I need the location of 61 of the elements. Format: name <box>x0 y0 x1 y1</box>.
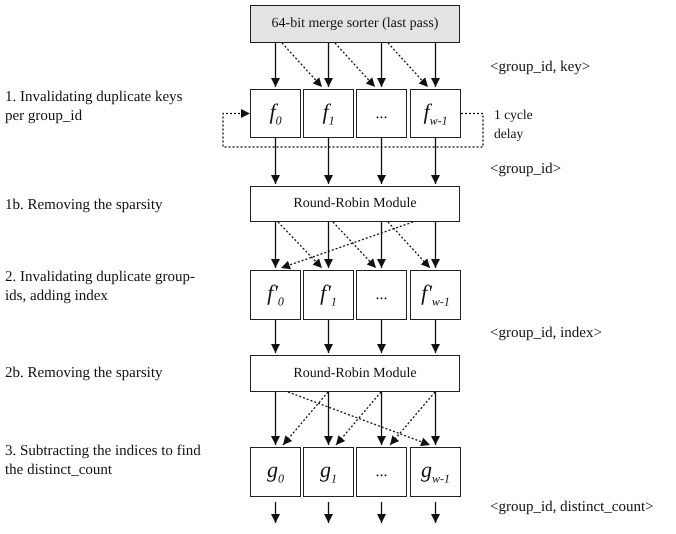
dotted-arrow <box>336 392 382 446</box>
filter-box: f'$_{0}$ <box>250 270 301 320</box>
filter-box: g$_{0}$ <box>250 447 301 497</box>
arrow <box>431 392 440 445</box>
dotted-arrow <box>388 42 428 88</box>
arrow <box>377 392 386 445</box>
step-label: 2. Invalidating duplicate group-ids, adding index <box>5 268 196 306</box>
arrow <box>377 222 386 268</box>
arrow <box>377 320 386 353</box>
filter-box: f$_{0}$ <box>250 89 301 138</box>
arrow <box>271 222 280 268</box>
dotted-arrow <box>278 222 322 268</box>
arrow <box>271 138 280 184</box>
arrow <box>377 138 386 184</box>
arrow <box>271 392 280 445</box>
arrow <box>324 502 333 523</box>
round-robin-box: Round-Robin Module <box>250 355 460 392</box>
dotted-arrow <box>388 222 430 268</box>
arrow <box>377 502 386 523</box>
round-robin-box: Round-Robin Module <box>250 186 460 222</box>
arrow <box>431 138 440 184</box>
arrow <box>271 502 280 523</box>
step-label: 1b. Removing the sparsity <box>5 196 164 215</box>
filter-box: f$_{1}$ <box>303 89 354 138</box>
merge-sorter-box: 64-bit merge sorter (last pass) <box>250 5 460 43</box>
filter-box: f'$_{1}$ <box>303 270 354 320</box>
step-label: 1. Invalidating duplicate keys per group_id <box>5 88 184 126</box>
dotted-arrow <box>222 109 484 148</box>
signal-label: <group_id, index> <box>490 324 603 343</box>
dotted-arrow <box>288 391 430 446</box>
arrow <box>431 43 440 87</box>
filter-box: f'$_{w-1}$ <box>410 270 461 320</box>
dotted-arrow <box>334 42 376 88</box>
filter-box: ... <box>356 270 407 320</box>
filter-box: ... <box>356 447 407 497</box>
dotted-arrow <box>282 42 322 88</box>
dotted-arrow <box>280 221 414 270</box>
filter-box: g$_{1}$ <box>303 447 354 497</box>
dotted-arrow <box>282 392 328 446</box>
arrow <box>271 320 280 353</box>
arrow <box>271 43 280 87</box>
filter-box: ... <box>356 89 407 138</box>
step-label: 2b. Removing the sparsity <box>5 364 164 383</box>
arrow <box>431 320 440 353</box>
filter-box: f$_{w-1}$ <box>410 89 461 138</box>
signal-label: <group_id> <box>490 160 562 179</box>
arrow <box>324 43 333 87</box>
signal-label: <group_id, distinct_count> <box>490 498 655 517</box>
step-label: 3. Subtracting the indices to find the distinct_count <box>5 442 202 480</box>
arrow <box>431 502 440 523</box>
arrow <box>377 43 386 87</box>
arrow <box>431 222 440 268</box>
arrow <box>324 320 333 353</box>
arrow <box>324 392 333 445</box>
arrow <box>324 222 333 268</box>
signal-label: <group_id, key> <box>490 58 592 77</box>
arrow <box>324 138 333 184</box>
filter-box: g$_{w-1}$ <box>410 447 461 497</box>
dotted-arrow <box>332 222 376 268</box>
delay-note: 1 cycle delay <box>494 106 534 143</box>
dotted-arrow <box>390 392 436 446</box>
